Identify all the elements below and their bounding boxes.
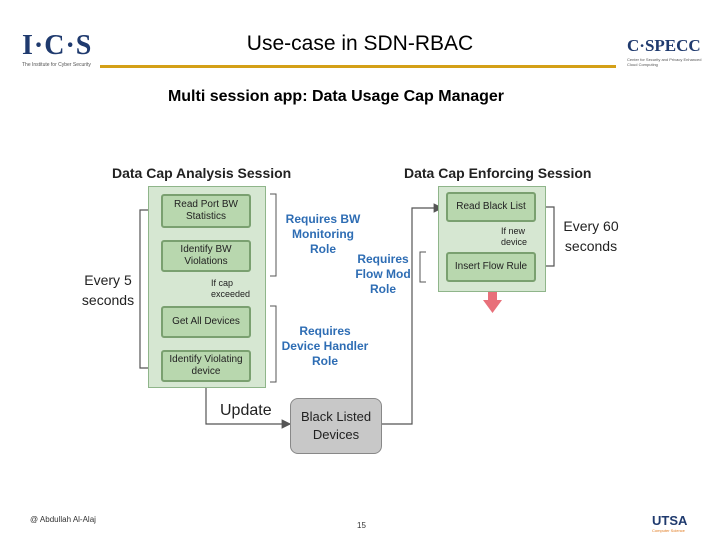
ics-logo: I·C·S <box>22 30 93 61</box>
device-handler-role: Requires Device Handler Role <box>281 324 369 368</box>
flow-rule-output-arrow <box>488 284 497 300</box>
step-get-all-devices: Get All Devices <box>161 306 251 338</box>
cspecc-logo-subtitle: Center for Security and Privacy Enhanced… <box>627 57 702 67</box>
enforcing-timer: Every 60 seconds <box>563 218 619 254</box>
utsa-logo-subtitle: Computer Science <box>652 528 685 533</box>
update-label: Update <box>220 402 272 419</box>
bw-role-bracket <box>270 193 277 277</box>
step-read-black-list: Read Black List <box>446 192 536 222</box>
author-credit: @ Abdullah Al-Alaj <box>30 515 96 524</box>
device-role-bracket <box>270 305 277 383</box>
step-insert-flow-rule: Insert Flow Rule <box>446 252 536 282</box>
ics-logo-subtitle: The Institute for Cyber Security <box>22 62 91 68</box>
blacklist-to-enforce-arrow <box>382 203 444 425</box>
step-identify-bw-violations: Identify BW Violations <box>161 240 251 272</box>
enforcing-session-title: Data Cap Enforcing Session <box>404 165 592 181</box>
cspecc-logo: C·SPECC <box>627 36 701 55</box>
analysis-timer: Every 5 seconds <box>81 272 135 308</box>
step-identify-violating-device: Identify Violating device <box>161 350 251 382</box>
flow-mod-role: Requires Flow Mod Role <box>355 252 411 296</box>
cap-condition-note: If cap exceeded <box>211 278 251 299</box>
header-rule <box>100 65 616 68</box>
analysis-session-title: Data Cap Analysis Session <box>112 165 292 181</box>
bw-monitoring-role: Requires BW Monitoring Role <box>285 212 361 256</box>
black-listed-devices: Black Listed Devices <box>290 398 382 454</box>
page-number: 15 <box>357 521 366 530</box>
step-read-port-bw: Read Port BW Statistics <box>161 194 251 228</box>
update-arrow <box>205 384 292 429</box>
new-device-condition-note: If new device <box>501 226 528 247</box>
slide-subtitle: Multi session app: Data Usage Cap Manage… <box>167 88 505 105</box>
utsa-logo: UTSA <box>652 513 688 528</box>
slide-title: Use-case in SDN-RBAC <box>246 32 474 55</box>
flowmod-role-bracket <box>419 251 426 283</box>
